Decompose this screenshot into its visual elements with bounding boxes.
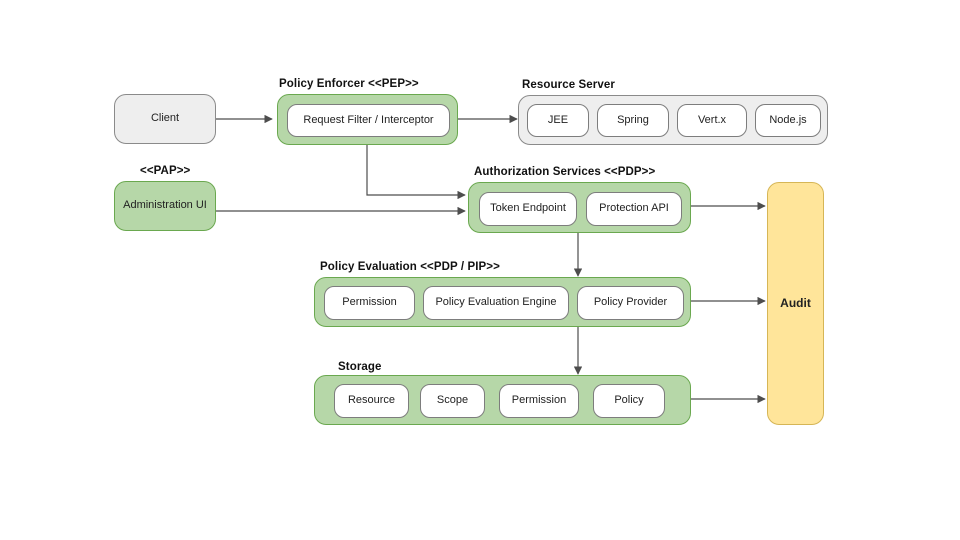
chip-policy-evaluation-engine[interactable]: Policy Evaluation Engine: [423, 286, 569, 320]
chip-request-filter-interceptor[interactable]: Request Filter / Interceptor: [287, 104, 450, 137]
connector-policy-enforcer-to-authorization-services: [366, 141, 466, 200]
caption-authorization-services: Authorization Services <<PDP>>: [474, 166, 656, 178]
group-authorization-services: Token Endpoint Protection API: [468, 182, 691, 233]
caption-policy-enforcer: Policy Enforcer <<PEP>>: [279, 78, 419, 90]
node-client-label: Client: [150, 112, 180, 125]
node-client[interactable]: Client: [114, 94, 216, 144]
chip-jee[interactable]: JEE: [527, 104, 589, 137]
chip-resource-label: Resource: [347, 394, 396, 407]
caption-resource-server: Resource Server: [522, 79, 615, 91]
caption-storage: Storage: [338, 361, 382, 373]
caption-pap: <<PAP>>: [140, 165, 191, 177]
chip-scope[interactable]: Scope: [420, 384, 485, 418]
caption-policy-evaluation: Policy Evaluation <<PDP / PIP>>: [320, 261, 500, 273]
chip-protection-api[interactable]: Protection API: [586, 192, 682, 226]
chip-spring[interactable]: Spring: [597, 104, 669, 137]
chip-token-endpoint[interactable]: Token Endpoint: [479, 192, 577, 226]
chip-token-endpoint-label: Token Endpoint: [490, 202, 566, 215]
chip-request-filter-interceptor-label: Request Filter / Interceptor: [303, 113, 434, 126]
chip-policy[interactable]: Policy: [593, 384, 665, 418]
chip-scope-label: Scope: [436, 394, 469, 407]
chip-policy-provider[interactable]: Policy Provider: [577, 286, 684, 320]
chip-vertx-label: Vert.x: [697, 113, 727, 126]
chip-protection-api-label: Protection API: [599, 202, 669, 215]
chip-policy-label: Policy: [614, 394, 644, 407]
chip-policy-evaluation-engine-label: Policy Evaluation Engine: [435, 296, 557, 309]
node-audit[interactable]: Audit: [767, 182, 824, 425]
chip-vertx[interactable]: Vert.x: [677, 104, 747, 137]
node-administration-ui[interactable]: Administration UI: [114, 181, 216, 231]
group-storage: Resource Scope Permission Policy: [314, 375, 691, 425]
chip-nodejs[interactable]: Node.js: [755, 104, 821, 137]
chip-jee-label: JEE: [547, 113, 569, 126]
chip-nodejs-label: Node.js: [769, 113, 807, 126]
chip-spring-label: Spring: [617, 113, 649, 126]
group-policy-evaluation: Permission Policy Evaluation Engine Poli…: [314, 277, 691, 327]
chip-permission-storage-label: Permission: [511, 394, 567, 407]
node-audit-label: Audit: [780, 296, 811, 310]
group-policy-enforcer: Request Filter / Interceptor: [277, 94, 458, 145]
group-resource-server: JEE Spring Vert.x Node.js: [518, 95, 828, 145]
chip-permission-evaluation-label: Permission: [342, 296, 397, 309]
chip-policy-provider-label: Policy Provider: [593, 296, 668, 309]
node-administration-ui-label: Administration UI: [123, 199, 207, 212]
chip-resource[interactable]: Resource: [334, 384, 409, 418]
chip-permission-storage[interactable]: Permission: [499, 384, 579, 418]
chip-permission-evaluation[interactable]: Permission: [324, 286, 415, 320]
